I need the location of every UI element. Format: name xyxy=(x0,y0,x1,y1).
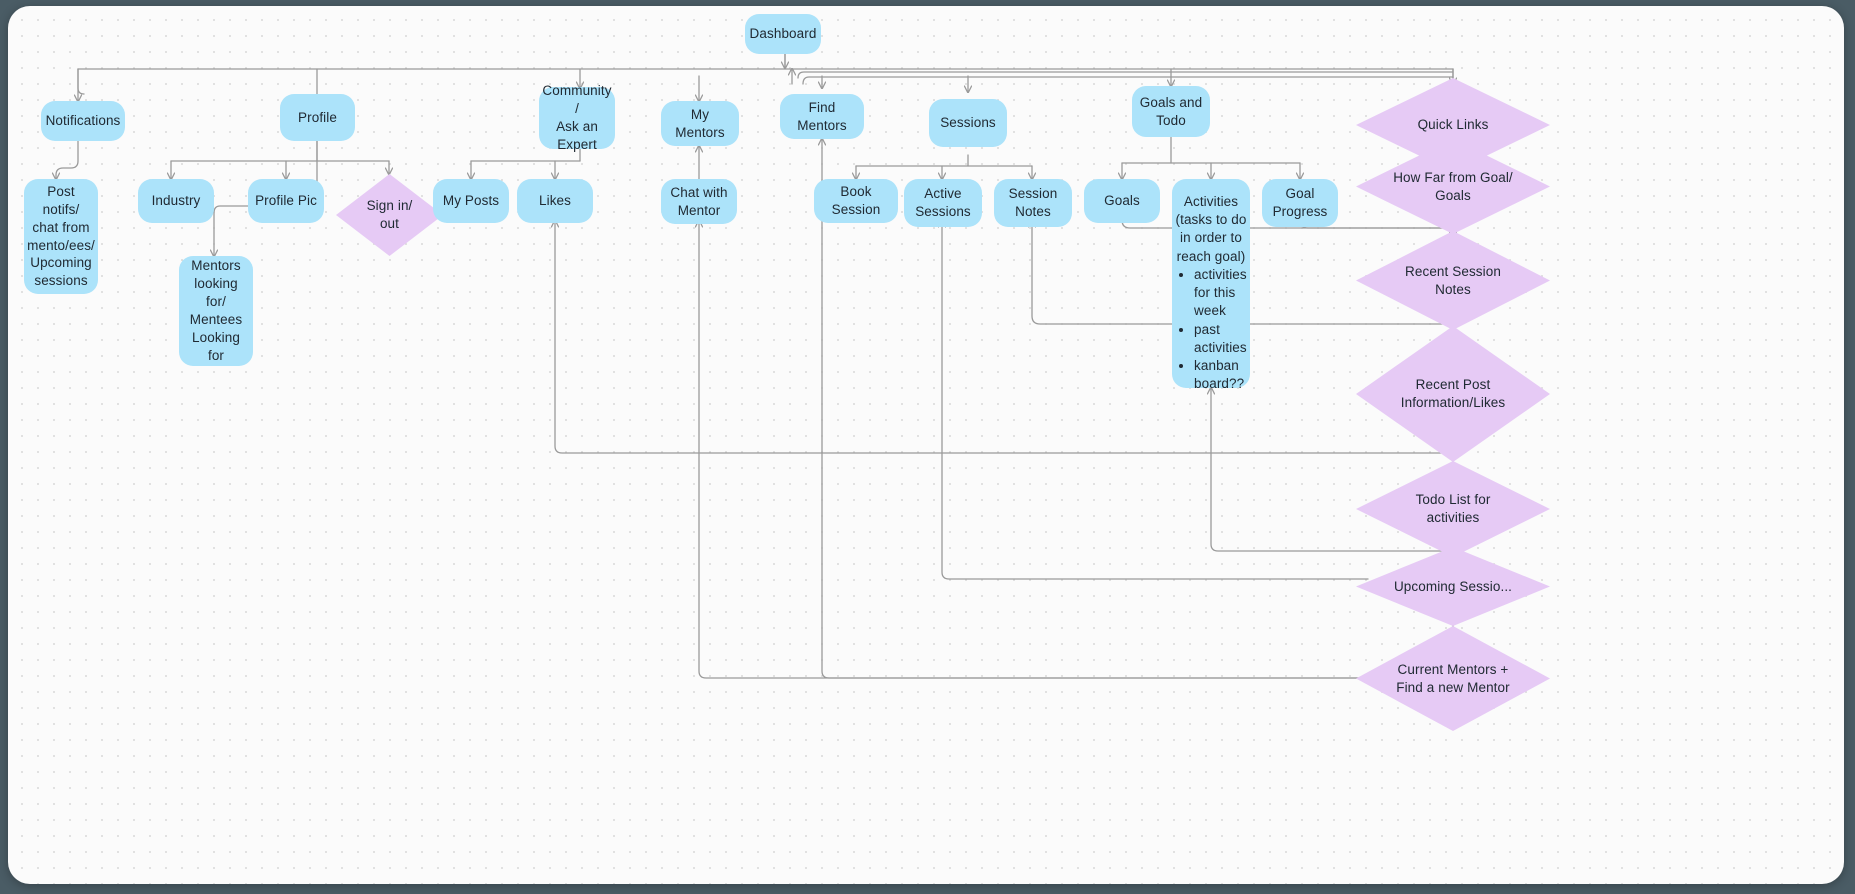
node-find-mentors-label: Find Mentors xyxy=(797,99,847,133)
node-my-mentors[interactable]: My Mentors xyxy=(661,101,739,146)
node-post-notifs-label: Post notifs/ chat from mento/ees/ Upcomi… xyxy=(27,183,95,289)
node-mentors-looking-for[interactable]: Mentors looking for/ Mentees Looking for xyxy=(179,256,253,366)
node-my-posts-label: My Posts xyxy=(442,193,500,209)
node-find-mentors[interactable]: Find Mentors xyxy=(780,94,864,139)
node-quick-links-label: Quick Links xyxy=(1417,117,1489,133)
node-recent-session-notes[interactable]: Recent Session Notes xyxy=(1356,231,1550,330)
node-book-session-label: Book Session xyxy=(831,184,881,217)
node-chat-with-mentor[interactable]: Chat with Mentor xyxy=(661,179,737,224)
node-todo-list[interactable]: Todo List for activities xyxy=(1356,461,1550,557)
node-upcoming-sessions[interactable]: Upcoming Sessio... xyxy=(1356,547,1550,626)
node-current-mentors-label: Current Mentors + Find a new Mentor xyxy=(1396,661,1510,695)
node-sessions[interactable]: Sessions xyxy=(929,99,1007,147)
node-industry[interactable]: Industry xyxy=(138,179,214,223)
node-upcoming-sessions-label: Upcoming Sessio... xyxy=(1393,578,1513,594)
node-profile[interactable]: Profile xyxy=(280,94,355,141)
node-goals[interactable]: Goals xyxy=(1084,179,1160,223)
node-notifications[interactable]: Notifications xyxy=(41,101,125,141)
node-goals-label: Goals xyxy=(1104,193,1140,209)
node-current-mentors[interactable]: Current Mentors + Find a new Mentor xyxy=(1356,626,1550,731)
node-recent-post-information[interactable]: Recent Post Information/Likes xyxy=(1356,326,1550,462)
node-recent-post-information-label: Recent Post Information/Likes xyxy=(1400,377,1506,410)
node-how-far-from-goal-label: How Far from Goal/ Goals xyxy=(1393,169,1513,203)
node-community-label: Community / Ask an Expert xyxy=(542,83,612,152)
node-active-sessions[interactable]: Active Sessions xyxy=(904,179,982,227)
node-post-notifs[interactable]: Post notifs/ chat from mento/ees/ Upcomi… xyxy=(24,179,98,294)
node-active-sessions-label: Active Sessions xyxy=(915,186,971,219)
node-industry-label: Industry xyxy=(151,193,201,209)
activities-bullet: past activities xyxy=(1194,321,1250,357)
node-activities[interactable]: Activities (tasks to do in order to reac… xyxy=(1172,179,1250,391)
activities-bullet: activities for this week xyxy=(1194,266,1250,321)
node-chat-with-mentor-label: Chat with Mentor xyxy=(670,184,728,218)
node-sessions-label: Sessions xyxy=(940,115,996,131)
node-profile-label: Profile xyxy=(298,109,337,125)
node-goals-and-todo[interactable]: Goals and Todo xyxy=(1132,86,1210,137)
node-sign-in-out[interactable]: Sign in/ out xyxy=(336,174,443,256)
node-community-ask-expert[interactable]: Community / Ask an Expert xyxy=(539,83,615,152)
node-todo-list-label: Todo List for activities xyxy=(1415,492,1491,525)
node-my-mentors-label: My Mentors xyxy=(675,106,725,140)
edge-layer xyxy=(8,52,1844,679)
node-likes[interactable]: Likes xyxy=(517,179,593,223)
node-activities-heading: Activities (tasks to do in order to reac… xyxy=(1175,194,1247,264)
node-recent-session-notes-label: Recent Session Notes xyxy=(1405,263,1501,297)
node-activities-bullets: activities for this week past activities… xyxy=(1172,266,1250,394)
activities-bullet: kanban board?? xyxy=(1194,357,1250,393)
node-my-posts[interactable]: My Posts xyxy=(433,179,509,223)
node-dashboard[interactable]: Dashboard xyxy=(745,14,821,54)
node-likes-label: Likes xyxy=(538,193,571,209)
node-goal-progress[interactable]: Goal Progress xyxy=(1262,179,1338,227)
node-sign-in-out-label: Sign in/ out xyxy=(366,198,413,231)
node-dashboard-label: Dashboard xyxy=(749,26,817,42)
node-goal-progress-label: Goal Progress xyxy=(1272,186,1328,219)
node-session-notes-label: Session Notes xyxy=(1008,186,1058,219)
node-goals-and-todo-label: Goals and Todo xyxy=(1139,94,1203,128)
node-profile-pic-label: Profile Pic xyxy=(255,193,317,209)
node-notifications-label: Notifications xyxy=(45,113,121,129)
node-mentors-looking-for-label: Mentors looking for/ Mentees Looking for xyxy=(189,258,243,363)
diagram-canvas[interactable]: Dashboard Notifications Post notifs/ cha… xyxy=(8,6,1844,884)
node-session-notes[interactable]: Session Notes xyxy=(994,179,1072,227)
node-how-far-from-goal[interactable]: How Far from Goal/ Goals xyxy=(1356,139,1550,234)
node-profile-pic[interactable]: Profile Pic xyxy=(248,179,324,223)
node-book-session[interactable]: Book Session xyxy=(814,179,898,223)
